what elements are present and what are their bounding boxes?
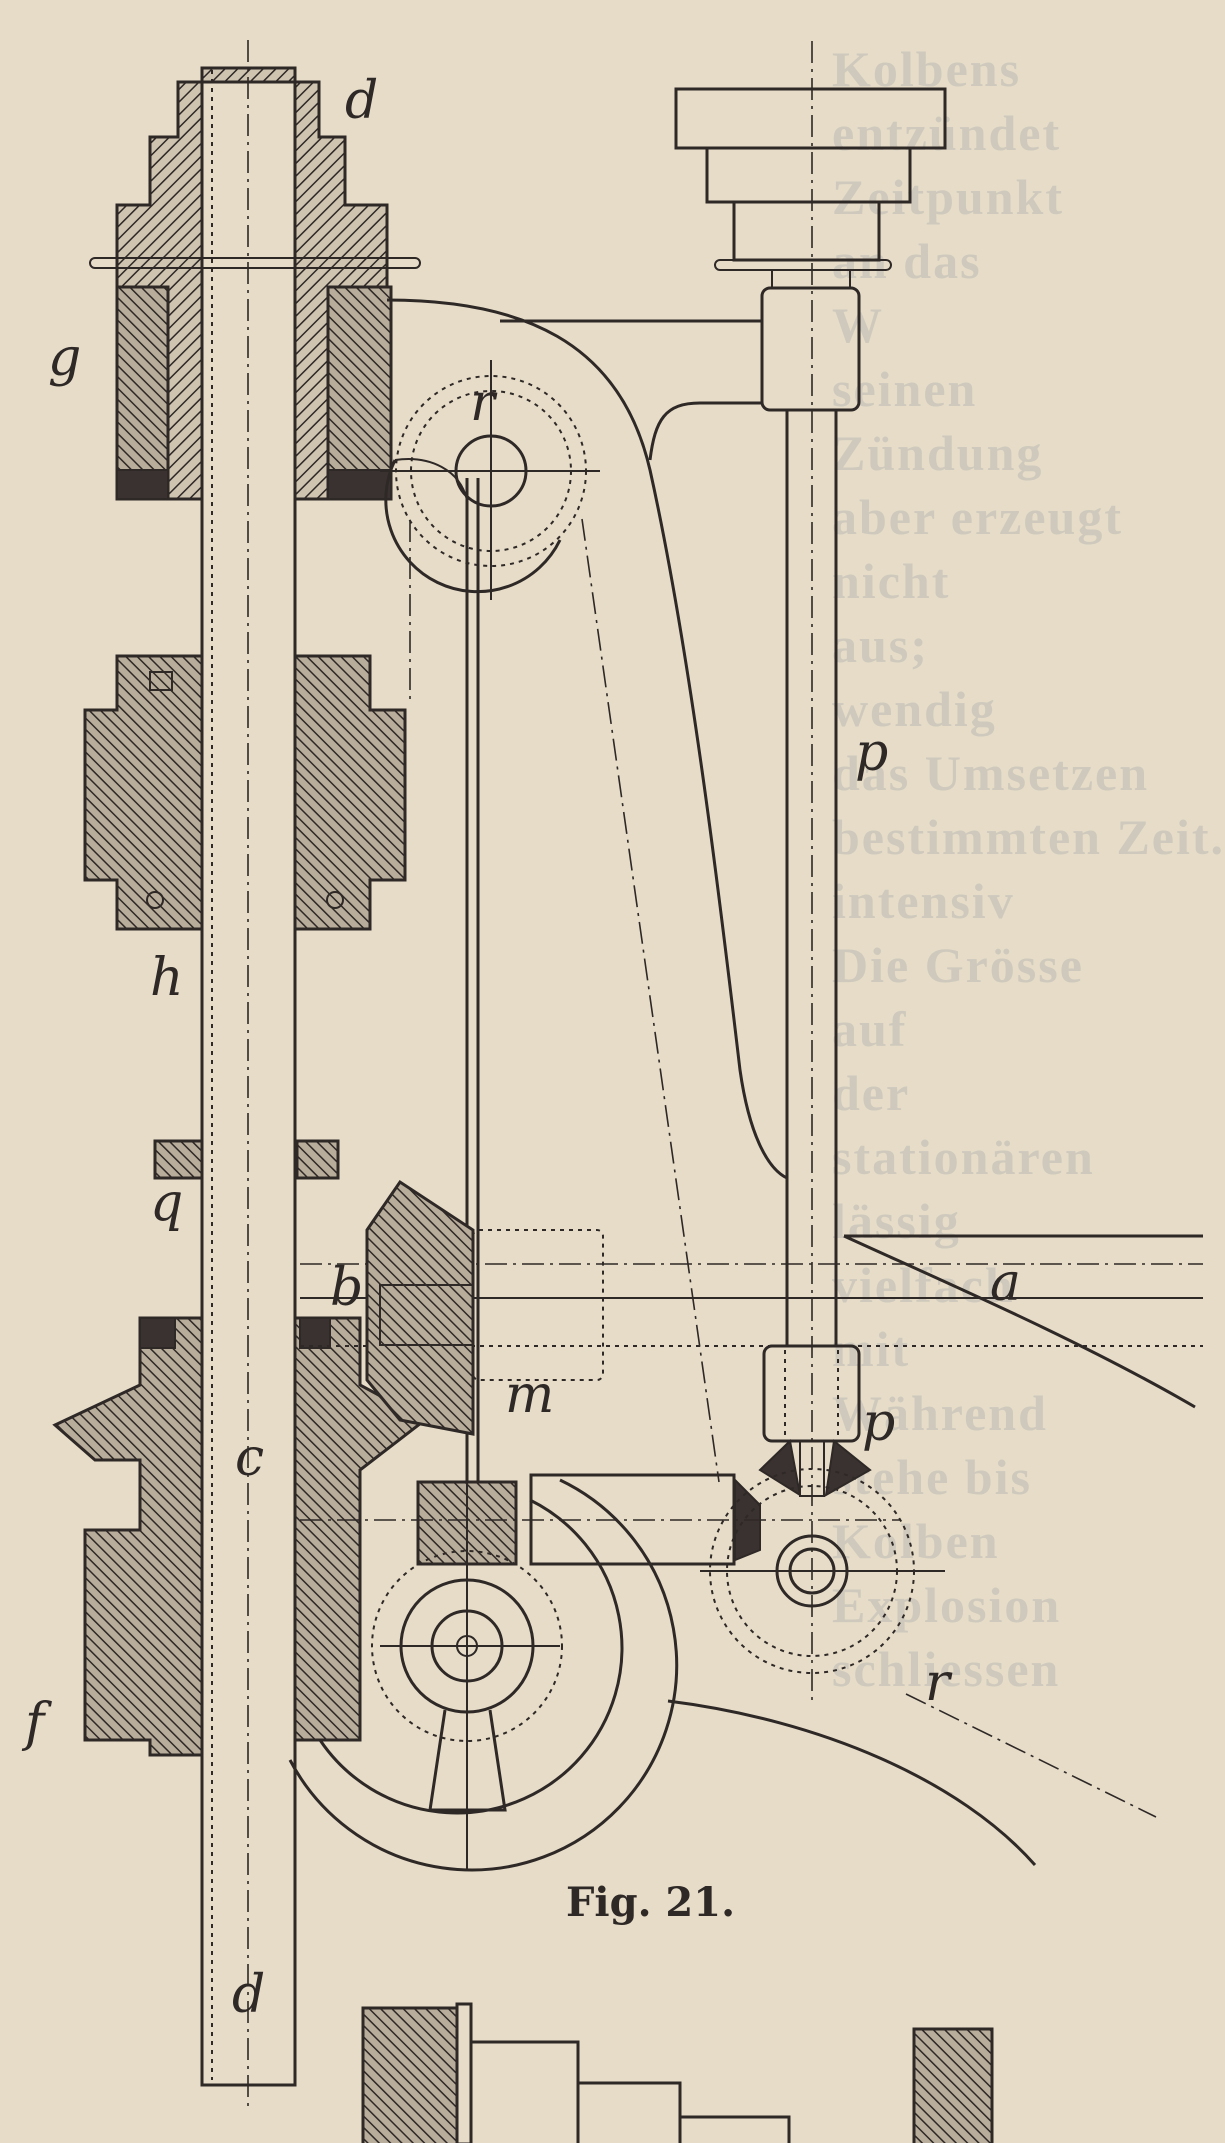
lower-hub-f (52, 1316, 428, 1757)
bleed-through-line: stationären (832, 1129, 1095, 1185)
middle-collar-h (83, 654, 407, 931)
label-q: q (150, 1173, 183, 1233)
label-b: b (330, 1258, 363, 1318)
bleed-through-line: mit (832, 1321, 911, 1377)
lower-pulley-r (667, 1468, 1157, 1866)
label-r-top: r (470, 373, 498, 433)
bleed-through-line: Zeitpunkt (832, 169, 1064, 225)
bleed-through-line: auf (832, 1001, 908, 1057)
bleed-through-line: schliessen (832, 1641, 1061, 1697)
label-p-rod: p (855, 723, 888, 783)
main-shaft (200, 40, 297, 2110)
bleed-through-line: nicht (832, 553, 951, 609)
bleed-through-line: aus; (832, 617, 929, 673)
bleed-through-line: aber erzeugt (832, 489, 1124, 545)
bevel-gear-b (365, 1179, 604, 1436)
bleed-through-line: bestimmten Zeit. (832, 809, 1225, 865)
label-f: f (21, 1693, 52, 1753)
valve-cap-and-rod-p (674, 41, 947, 1700)
bleed-through-line: das Umsetzen (832, 745, 1150, 801)
label-d-bottom: d (232, 1965, 265, 2025)
bottom-partial-parts (361, 2002, 994, 2143)
top-hub-d (89, 66, 421, 501)
bleed-through-line: Zündung (832, 425, 1044, 481)
label-g: g (48, 328, 81, 388)
bleed-through-line: vielfach (832, 1257, 1015, 1313)
label-h: h (150, 948, 184, 1008)
bleed-through-line: der (832, 1065, 911, 1121)
bleed-through-line: intensiv (832, 873, 1015, 929)
bleed-through-line: W (832, 297, 884, 353)
bleed-through-line: Explosion (832, 1577, 1062, 1633)
label-p-gear: p (862, 1393, 895, 1453)
bleed-through-line: wendig (832, 681, 997, 737)
label-a: a (990, 1253, 1021, 1313)
label-d-top: d (345, 71, 378, 131)
figure-caption: Fig. 21. (566, 1879, 735, 1926)
ring-q (153, 1139, 340, 1180)
part-labels: d g r p h q b a m p c f r d Fig. 21. (21, 71, 1021, 2025)
label-c: c (235, 1428, 264, 1488)
label-r-bottom: r (925, 1653, 953, 1713)
handwheel-and-worm (288, 1460, 900, 1872)
label-m: m (505, 1365, 554, 1425)
bleed-through-line: Kolben (832, 1513, 1000, 1569)
bracket-arm (386, 298, 788, 1180)
bleed-through-line: Die Grösse (832, 937, 1084, 993)
bleed-through-line: stehe bis (832, 1449, 1032, 1505)
bleed-through-line: Während (832, 1385, 1048, 1441)
